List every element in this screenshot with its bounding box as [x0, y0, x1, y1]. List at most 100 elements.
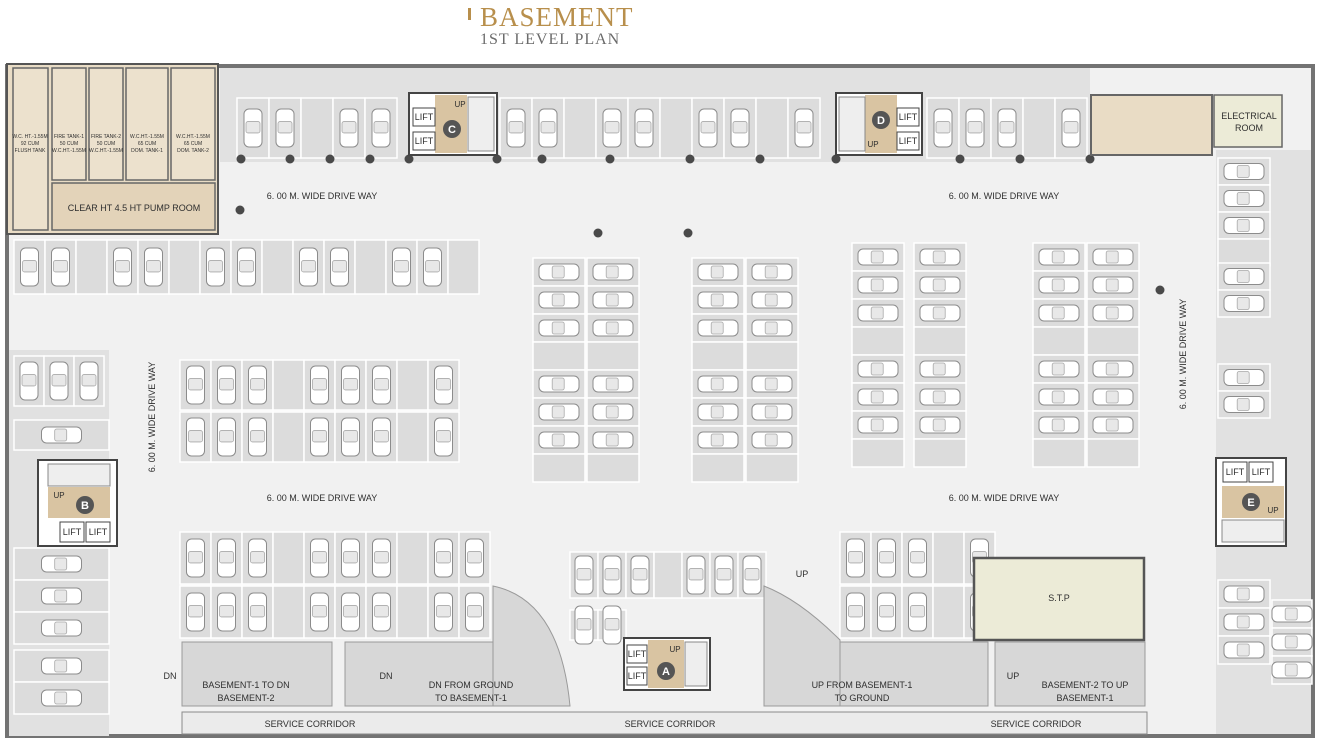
car-roof	[1284, 635, 1298, 649]
core-a-lift-2: LIFT	[628, 671, 647, 681]
column	[537, 154, 547, 164]
car-roof	[188, 430, 203, 443]
column	[236, 154, 246, 164]
column	[235, 205, 245, 215]
car-roof	[250, 551, 265, 564]
car-roof	[22, 260, 37, 273]
parking-stall	[261, 239, 294, 295]
core-c-lift-1: LIFT	[415, 112, 434, 122]
parking-stall	[691, 341, 745, 371]
column	[404, 154, 414, 164]
car-roof	[605, 265, 619, 279]
driveway-vertical-left: 6. 00 M. WIDE DRIVE WAY	[147, 362, 157, 473]
car-roof	[373, 121, 389, 134]
ramp-b1-b2-line1: BASEMENT-1 TO DN	[202, 680, 289, 690]
car-roof	[436, 430, 451, 443]
car-roof	[551, 405, 565, 419]
car-roof	[551, 321, 565, 335]
car-roof	[764, 405, 778, 419]
parking-stall	[300, 97, 334, 159]
car-roof	[1051, 306, 1065, 320]
car-roof	[51, 374, 67, 387]
car-roof	[374, 378, 389, 391]
car-roof	[932, 362, 946, 376]
car-roof	[53, 260, 68, 273]
parking-stall	[396, 359, 429, 411]
car-roof	[796, 121, 812, 134]
tank-5-line3: DOM. TANK-2	[177, 148, 209, 154]
driveway-top-right: 6. 00 M. WIDE DRIVE WAY	[949, 191, 1060, 201]
car-roof	[870, 362, 884, 376]
car-roof	[688, 568, 704, 581]
car-roof	[54, 659, 68, 673]
car-roof	[636, 121, 652, 134]
parking-stall	[1032, 326, 1086, 356]
tank-2-line3: W.C.HT.-1.55M	[52, 148, 86, 154]
car-roof	[54, 557, 68, 571]
car-roof	[312, 605, 327, 618]
car-roof	[436, 378, 451, 391]
tank-5-line1: W.C.HT.-1.55M	[176, 134, 210, 140]
car-roof	[374, 430, 389, 443]
tank-3-line2: 50 CUM	[97, 141, 115, 147]
car-roof	[551, 293, 565, 307]
dn-label-1: DN	[164, 671, 177, 681]
car-roof	[1284, 607, 1298, 621]
core-d-letter: D	[877, 115, 885, 127]
car-roof	[870, 390, 884, 404]
car-roof	[910, 605, 925, 618]
electrical-room-label-1: ELECTRICAL	[1221, 111, 1277, 121]
car-roof	[341, 121, 357, 134]
column	[1015, 154, 1025, 164]
car-roof	[716, 568, 732, 581]
core-e-up: UP	[1267, 506, 1278, 515]
car-roof	[932, 418, 946, 432]
column	[831, 154, 841, 164]
parking-stall	[851, 326, 905, 356]
car-roof	[879, 551, 894, 564]
core-a-letter: A	[662, 666, 670, 678]
car-roof	[467, 605, 482, 618]
car-roof	[1105, 306, 1119, 320]
stp-room	[972, 556, 1146, 642]
driveway-mid-left: 6. 00 M. WIDE DRIVE WAY	[267, 493, 378, 503]
driveway-mid-right: 6. 00 M. WIDE DRIVE WAY	[949, 493, 1060, 503]
parking-stall	[926, 97, 960, 159]
parking-stall	[913, 326, 967, 356]
car-roof	[540, 121, 556, 134]
car-roof	[1236, 270, 1250, 283]
electrical-room	[1213, 94, 1283, 148]
tank-3-line3: W.C.HT.-1.55M	[89, 148, 123, 154]
tank-1-line2: 92 CUM	[21, 141, 39, 147]
car-roof	[576, 618, 592, 631]
parking-stall	[13, 681, 110, 715]
car-roof	[394, 260, 409, 273]
tank-room	[6, 63, 219, 235]
parking-stall	[932, 585, 965, 639]
driveway-top-left: 6. 00 M. WIDE DRIVE WAY	[267, 191, 378, 201]
parking-stall	[396, 411, 429, 463]
car-roof	[1236, 398, 1250, 411]
car-roof	[1051, 362, 1065, 376]
car-roof	[239, 260, 254, 273]
car-roof	[1236, 192, 1250, 205]
car-roof	[208, 260, 223, 273]
tank-1-line3: FLUSH TANK	[15, 148, 46, 154]
parking-stall	[1086, 326, 1140, 356]
car-roof	[700, 121, 716, 134]
car-roof	[250, 605, 265, 618]
ramp-b1-ground-line2: TO GROUND	[835, 693, 890, 703]
car-roof	[605, 321, 619, 335]
car-roof	[710, 293, 724, 307]
car-roof	[250, 378, 265, 391]
car-roof	[343, 430, 358, 443]
parking-stall	[1022, 97, 1056, 159]
car-roof	[999, 121, 1015, 134]
car-roof	[932, 306, 946, 320]
column	[365, 154, 375, 164]
car-roof	[1105, 362, 1119, 376]
car-roof	[551, 433, 565, 447]
column	[325, 154, 335, 164]
car-roof	[604, 618, 620, 631]
